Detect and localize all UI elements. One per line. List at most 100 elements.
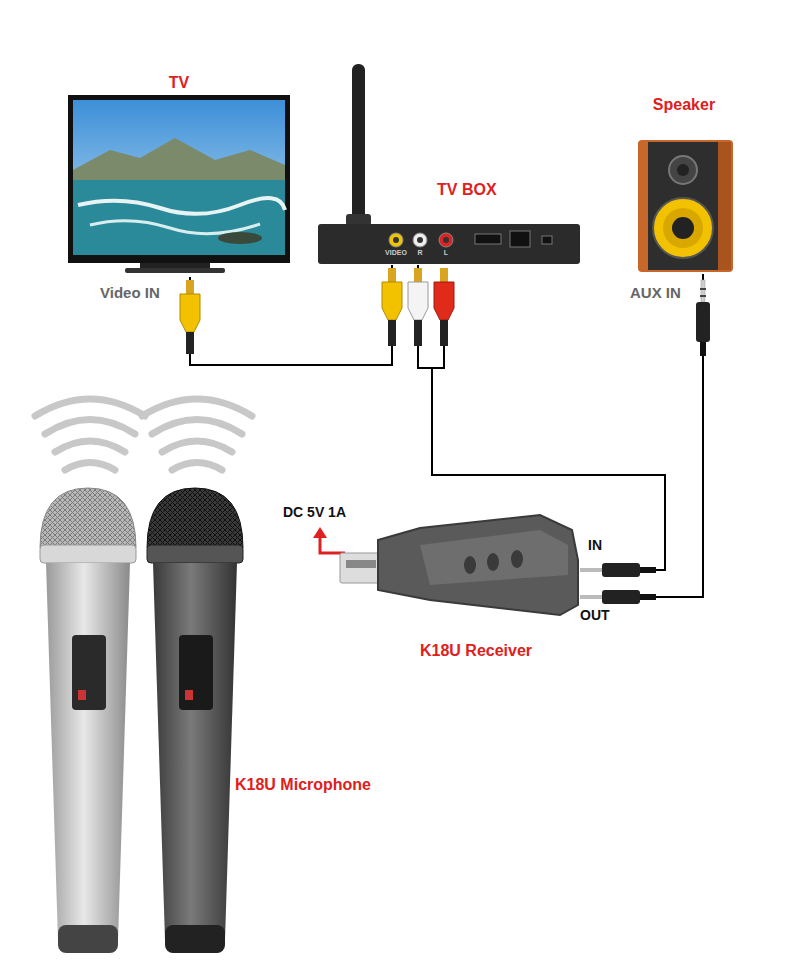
receiver-jack-plug-part (640, 567, 656, 573)
speaker-illustration-part (672, 217, 694, 239)
tv-device: TV (66, 72, 292, 277)
speaker-illustration (638, 140, 733, 272)
tv-rca-plug-part (186, 332, 194, 354)
receiver-device-part (335, 505, 580, 665)
receiver-jack-plug-part (602, 590, 640, 604)
microphone-illustration-part (153, 563, 237, 949)
aux-jack-plug (696, 280, 710, 356)
aux-jack-plug-part (700, 342, 706, 356)
device-label: Speaker (628, 96, 740, 114)
tvbox-illustration-part (352, 64, 365, 229)
speaker-illustration-part (663, 208, 703, 248)
tvbox-illustration-part (510, 231, 530, 247)
tvbox-illustration-part (417, 237, 423, 243)
video-rca-plug-part (388, 268, 396, 282)
tv-device-part-part (68, 95, 290, 273)
power-label: DC 5V 1A (283, 504, 346, 520)
tv-box-device: TV BOX (316, 62, 582, 265)
speaker-device-part-part (638, 140, 733, 272)
audio-rca-plug-part (440, 320, 448, 346)
microphone-illustration-part (185, 690, 193, 700)
receiver-illustration-part (511, 550, 523, 568)
receiver-illustration-part (346, 560, 376, 568)
aux-jack-plug-part (700, 288, 706, 290)
receiver-jack-plug-part (580, 595, 602, 599)
tv-illustration-part (68, 95, 290, 263)
cable-connector (580, 274, 703, 597)
tv-rca-plug-part (180, 294, 200, 332)
speaker-illustration-part (653, 198, 713, 258)
power-arrow (313, 527, 345, 553)
receiver-jack-plug (580, 563, 656, 577)
audio-rca-plug (432, 268, 454, 368)
port-label: Video IN (100, 284, 160, 301)
aux-jack-plug-part (696, 302, 710, 342)
tv-rca-plug (180, 280, 200, 354)
video-rca-plug (382, 268, 402, 346)
tv-illustration-part (73, 138, 285, 185)
microphone-illustration-part (40, 488, 136, 548)
tv-box-device-part (316, 62, 582, 265)
speaker-illustration-part (677, 164, 689, 176)
wireless-waves (35, 399, 252, 470)
tvbox-illustration-part (542, 236, 552, 244)
receiver-illustration-part (487, 553, 499, 571)
wireless-waves-part (152, 420, 242, 435)
receiver-illustration-part (340, 553, 382, 583)
audio-rca-plug-part (434, 282, 454, 320)
wireless-waves-part (172, 463, 222, 471)
port-label: VIDEO (385, 249, 407, 257)
receiver-illustration (340, 515, 578, 615)
port-label: R (417, 249, 422, 257)
microphone-illustration-part (58, 925, 118, 953)
audio-rca-plug-part (432, 346, 444, 368)
receiver-jack-plug-part (640, 594, 656, 600)
tvbox-illustration-part (443, 237, 449, 243)
tv-device-part (66, 72, 292, 277)
tv-illustration-part (73, 180, 285, 255)
receiver-jack-plug-part (602, 563, 640, 577)
device-label: TV (66, 74, 292, 92)
tv-illustration-part (73, 100, 285, 255)
tv-illustration-part (78, 198, 285, 214)
video-rca-plug-part (382, 282, 402, 320)
receiver-jack-plug-part (580, 568, 602, 572)
speaker-illustration-part (718, 142, 731, 270)
tv-rca-plug-part (186, 280, 194, 294)
device-label: K18U Receiver (420, 642, 532, 660)
microphone-illustration-part (78, 690, 86, 700)
tvbox-illustration-part (393, 237, 399, 243)
microphone-illustration (40, 488, 243, 953)
wireless-waves-part (45, 420, 135, 435)
audio-rca-plug-part (408, 282, 428, 320)
cable-line (190, 265, 392, 365)
cable-connector (190, 265, 392, 365)
power-arrow-part (320, 536, 345, 553)
tvbox-illustration-part (389, 233, 403, 247)
tv-illustration-part (125, 268, 225, 273)
wireless-waves-part (162, 441, 232, 452)
tvbox-illustration-part (439, 233, 453, 247)
cable-line (580, 274, 703, 597)
speaker-device-part (628, 92, 740, 274)
port-label: AUX IN (630, 284, 681, 301)
tvbox-illustration-part (318, 224, 580, 264)
wireless-waves-part (65, 463, 115, 471)
microphone-illustration-part (46, 563, 130, 949)
microphone-illustration-part (165, 925, 225, 953)
device-label: K18U Microphone (235, 776, 371, 794)
microphone-illustration-part (40, 545, 136, 563)
receiver-illustration-part (464, 556, 476, 574)
speaker-device: Speaker (628, 92, 740, 274)
receiver-illustration-part (378, 515, 578, 615)
tv-box-device-part-part (318, 64, 580, 264)
microphone-device: K18U Microphone (15, 395, 415, 955)
receiver-device: K18U Receiver (335, 505, 580, 665)
power-arrow-part (313, 527, 327, 538)
receiver-device-part-part (340, 515, 578, 615)
microphone-illustration-part (147, 545, 243, 563)
aux-jack-plug-part (701, 280, 705, 302)
tvbox-illustration-part (475, 234, 501, 244)
jack-label: IN (588, 537, 602, 553)
